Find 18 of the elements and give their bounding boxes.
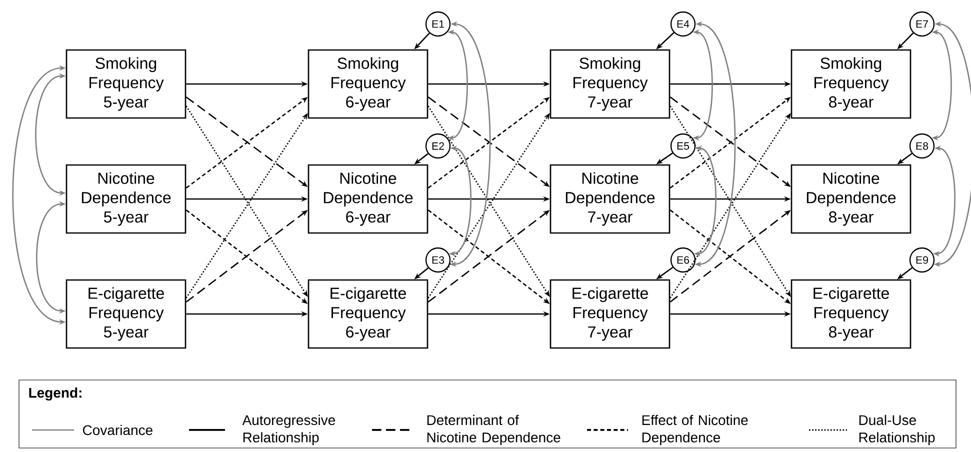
variable-box: E-cigarette Frequency 6-year [308, 279, 428, 349]
legend-text: Dual-Use Relationship [859, 414, 935, 446]
variable-box: Smoking Frequency 7-year [550, 49, 670, 119]
variable-box: E-cigarette Frequency 7-year [550, 279, 670, 349]
legend-text: Determinant of Nicotine Dependence [427, 414, 560, 446]
variable-box: Nicotine Dependence 5-year [66, 164, 186, 234]
variable-box: E-cigarette Frequency 8-year [790, 279, 912, 349]
variable-box: Nicotine Dependence 6-year [308, 164, 428, 234]
legend-text: Effect of Nicotine Dependence [642, 414, 748, 446]
legend-title: Legend: [29, 387, 82, 401]
variable-box: Nicotine Dependence 7-year [550, 164, 670, 234]
variable-box: Smoking Frequency 6-year [308, 49, 428, 119]
variable-box: Smoking Frequency 8-year [790, 49, 912, 119]
variable-box: E-cigarette Frequency 5-year [66, 279, 186, 349]
variable-box: Nicotine Dependence 8-year [790, 164, 912, 234]
legend-text: Covariance [83, 424, 152, 436]
legend-text: Autoregressive Relationship [242, 414, 335, 446]
variable-box: Smoking Frequency 5-year [66, 49, 186, 119]
